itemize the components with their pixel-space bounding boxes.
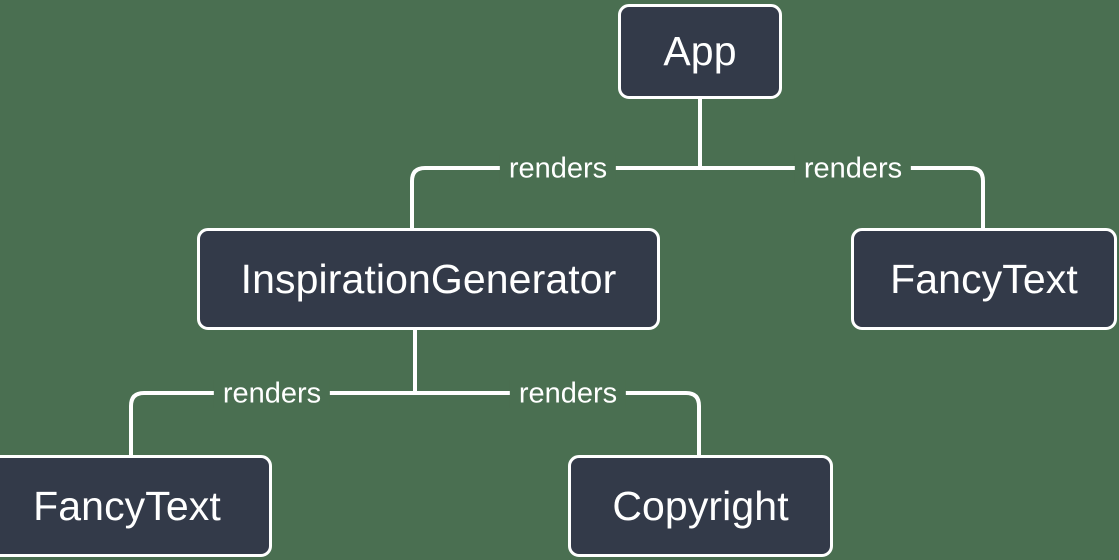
node-inspirationgenerator[interactable]: InspirationGenerator <box>197 228 660 330</box>
connector-app-to-fancytext-right <box>698 166 985 230</box>
connector-app-to-inspirationgenerator <box>410 166 702 230</box>
node-copyright[interactable]: Copyright <box>568 455 833 557</box>
edge-label-inspirationgenerator-to-copyright: renders <box>509 379 627 409</box>
edge-label-app-to-inspirationgenerator: renders <box>499 154 617 184</box>
node-fancytext-bottom-left[interactable]: FancyText <box>0 455 272 557</box>
connector-inspirationgenerator-to-fancytext-bottom <box>129 391 417 457</box>
connector-inspirationgenerator-to-copyright <box>413 391 701 457</box>
edge-label-inspirationgenerator-to-fancytext-bottom-left: renders <box>213 379 331 409</box>
edge-label-app-to-fancytext-right: renders <box>794 154 912 184</box>
node-app[interactable]: App <box>618 4 782 99</box>
node-fancytext-right[interactable]: FancyText <box>851 228 1117 330</box>
